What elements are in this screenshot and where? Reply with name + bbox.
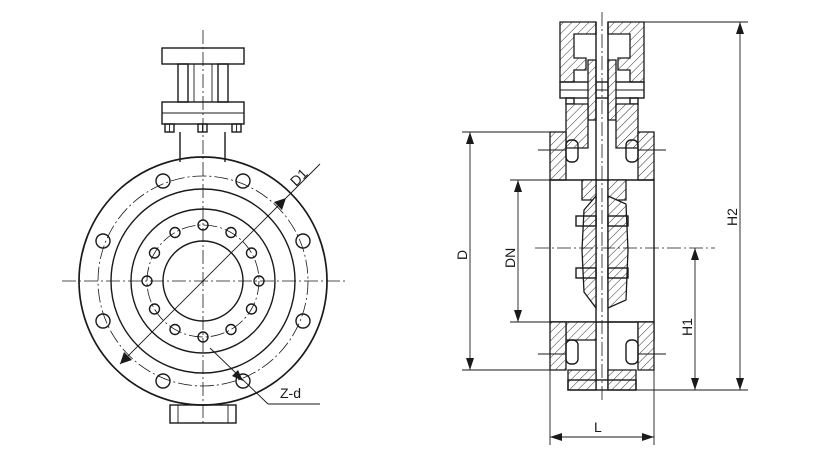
- lower-flange-left: [549, 321, 567, 371]
- zd-label: Z-d: [280, 385, 301, 401]
- outer-bolt-holes: [95, 173, 311, 389]
- yoke-column-right: [217, 63, 229, 103]
- d1-label: D1: [287, 165, 311, 189]
- disc: [575, 194, 629, 310]
- inner-bolt-pitch-circle: [146, 224, 260, 338]
- yoke-column-left: [177, 63, 189, 103]
- dn-label: DN: [502, 248, 518, 268]
- lower-flange-right: [637, 321, 655, 371]
- packing-right: [607, 59, 617, 121]
- packing-left: [587, 59, 597, 121]
- bottom-foot: [169, 404, 237, 424]
- h2-label: H2: [724, 208, 740, 226]
- upper-flange-right: [637, 131, 655, 181]
- front-view: D1 Z-d: [62, 30, 345, 425]
- base-bolts: [164, 123, 242, 133]
- h1-label: H1: [679, 318, 695, 336]
- d-label: D: [454, 250, 470, 260]
- upper-flange-left: [549, 131, 567, 181]
- l-label: L: [594, 419, 602, 435]
- side-view: D DN H1 H2 L: [454, 12, 748, 445]
